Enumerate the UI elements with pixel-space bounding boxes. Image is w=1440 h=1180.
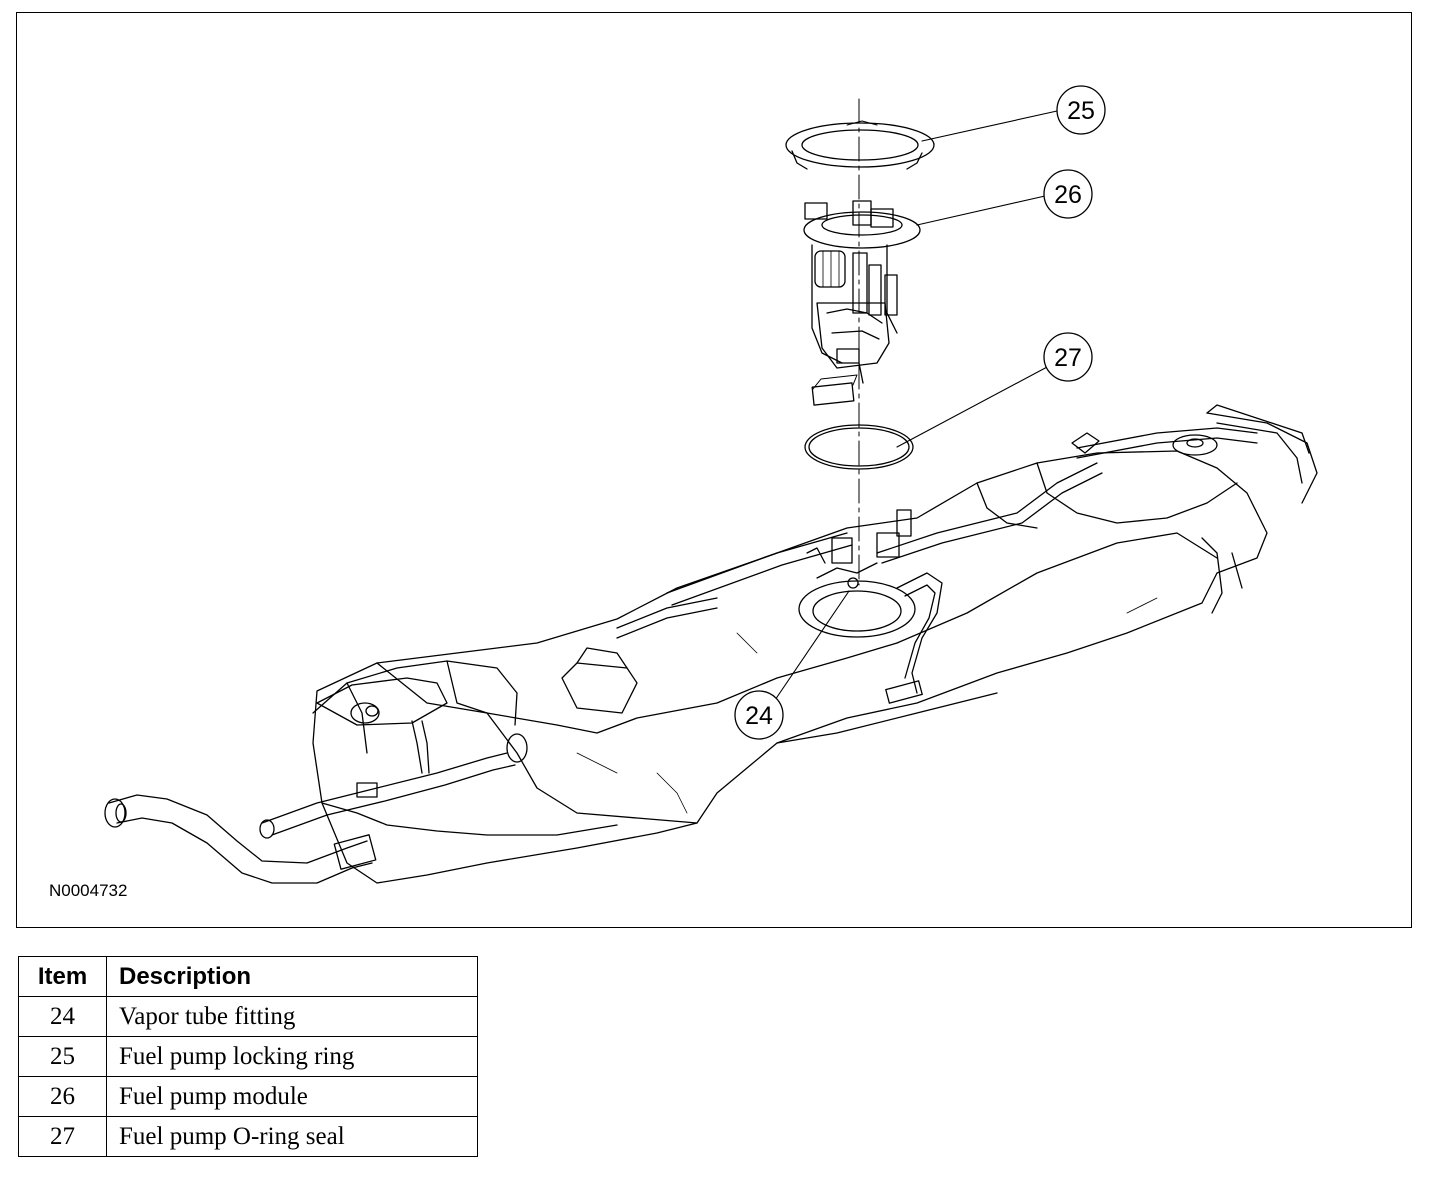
o-ring-seal-part <box>804 424 914 470</box>
item-description: Fuel pump O-ring seal <box>106 1116 478 1157</box>
pump-opening <box>798 532 943 704</box>
table-row: 25 Fuel pump locking ring <box>18 1036 478 1077</box>
parts-legend-table: Item Description 24 Vapor tube fitting 2… <box>18 956 478 1157</box>
heat-shield-bracket <box>316 647 638 726</box>
callout-24-label: 24 <box>745 702 773 730</box>
item-number: 26 <box>18 1076 107 1117</box>
callout-26-label: 26 <box>1054 181 1082 209</box>
figure-code: N0004732 <box>49 881 127 900</box>
item-column-header: Item <box>18 956 107 997</box>
callout-26: 26 <box>1043 169 1093 219</box>
item-number: 27 <box>18 1116 107 1157</box>
table-row: 27 Fuel pump O-ring seal <box>18 1116 478 1157</box>
item-description: Fuel pump module <box>106 1076 478 1117</box>
table-row: 24 Vapor tube fitting <box>18 996 478 1037</box>
callout-leader-lines <box>772 110 1058 704</box>
table-header-row: Item Description <box>18 956 478 997</box>
item-number: 24 <box>18 996 107 1037</box>
fuel-pump-module-part <box>803 200 921 406</box>
item-description: Fuel pump locking ring <box>106 1036 478 1077</box>
callout-25: 25 <box>1056 85 1106 135</box>
item-description: Vapor tube fitting <box>106 996 478 1037</box>
table-row: 26 Fuel pump module <box>18 1076 478 1117</box>
locking-ring-part <box>785 120 935 170</box>
item-number: 25 <box>18 1036 107 1077</box>
filler-pipes <box>104 702 528 884</box>
callout-27: 27 <box>1043 332 1093 382</box>
fuel-tank-exploded-diagram: 25 26 27 24 N0004732 <box>49 85 1318 900</box>
fuel-tank-outline <box>312 450 1268 884</box>
description-column-header: Description <box>106 956 478 997</box>
callout-24: 24 <box>734 690 784 740</box>
callout-25-label: 25 <box>1067 97 1095 125</box>
diagram-frame: 25 26 27 24 N0004732 <box>16 12 1412 928</box>
fuel-lines-and-rails <box>616 404 1318 639</box>
callout-27-label: 27 <box>1054 344 1082 372</box>
